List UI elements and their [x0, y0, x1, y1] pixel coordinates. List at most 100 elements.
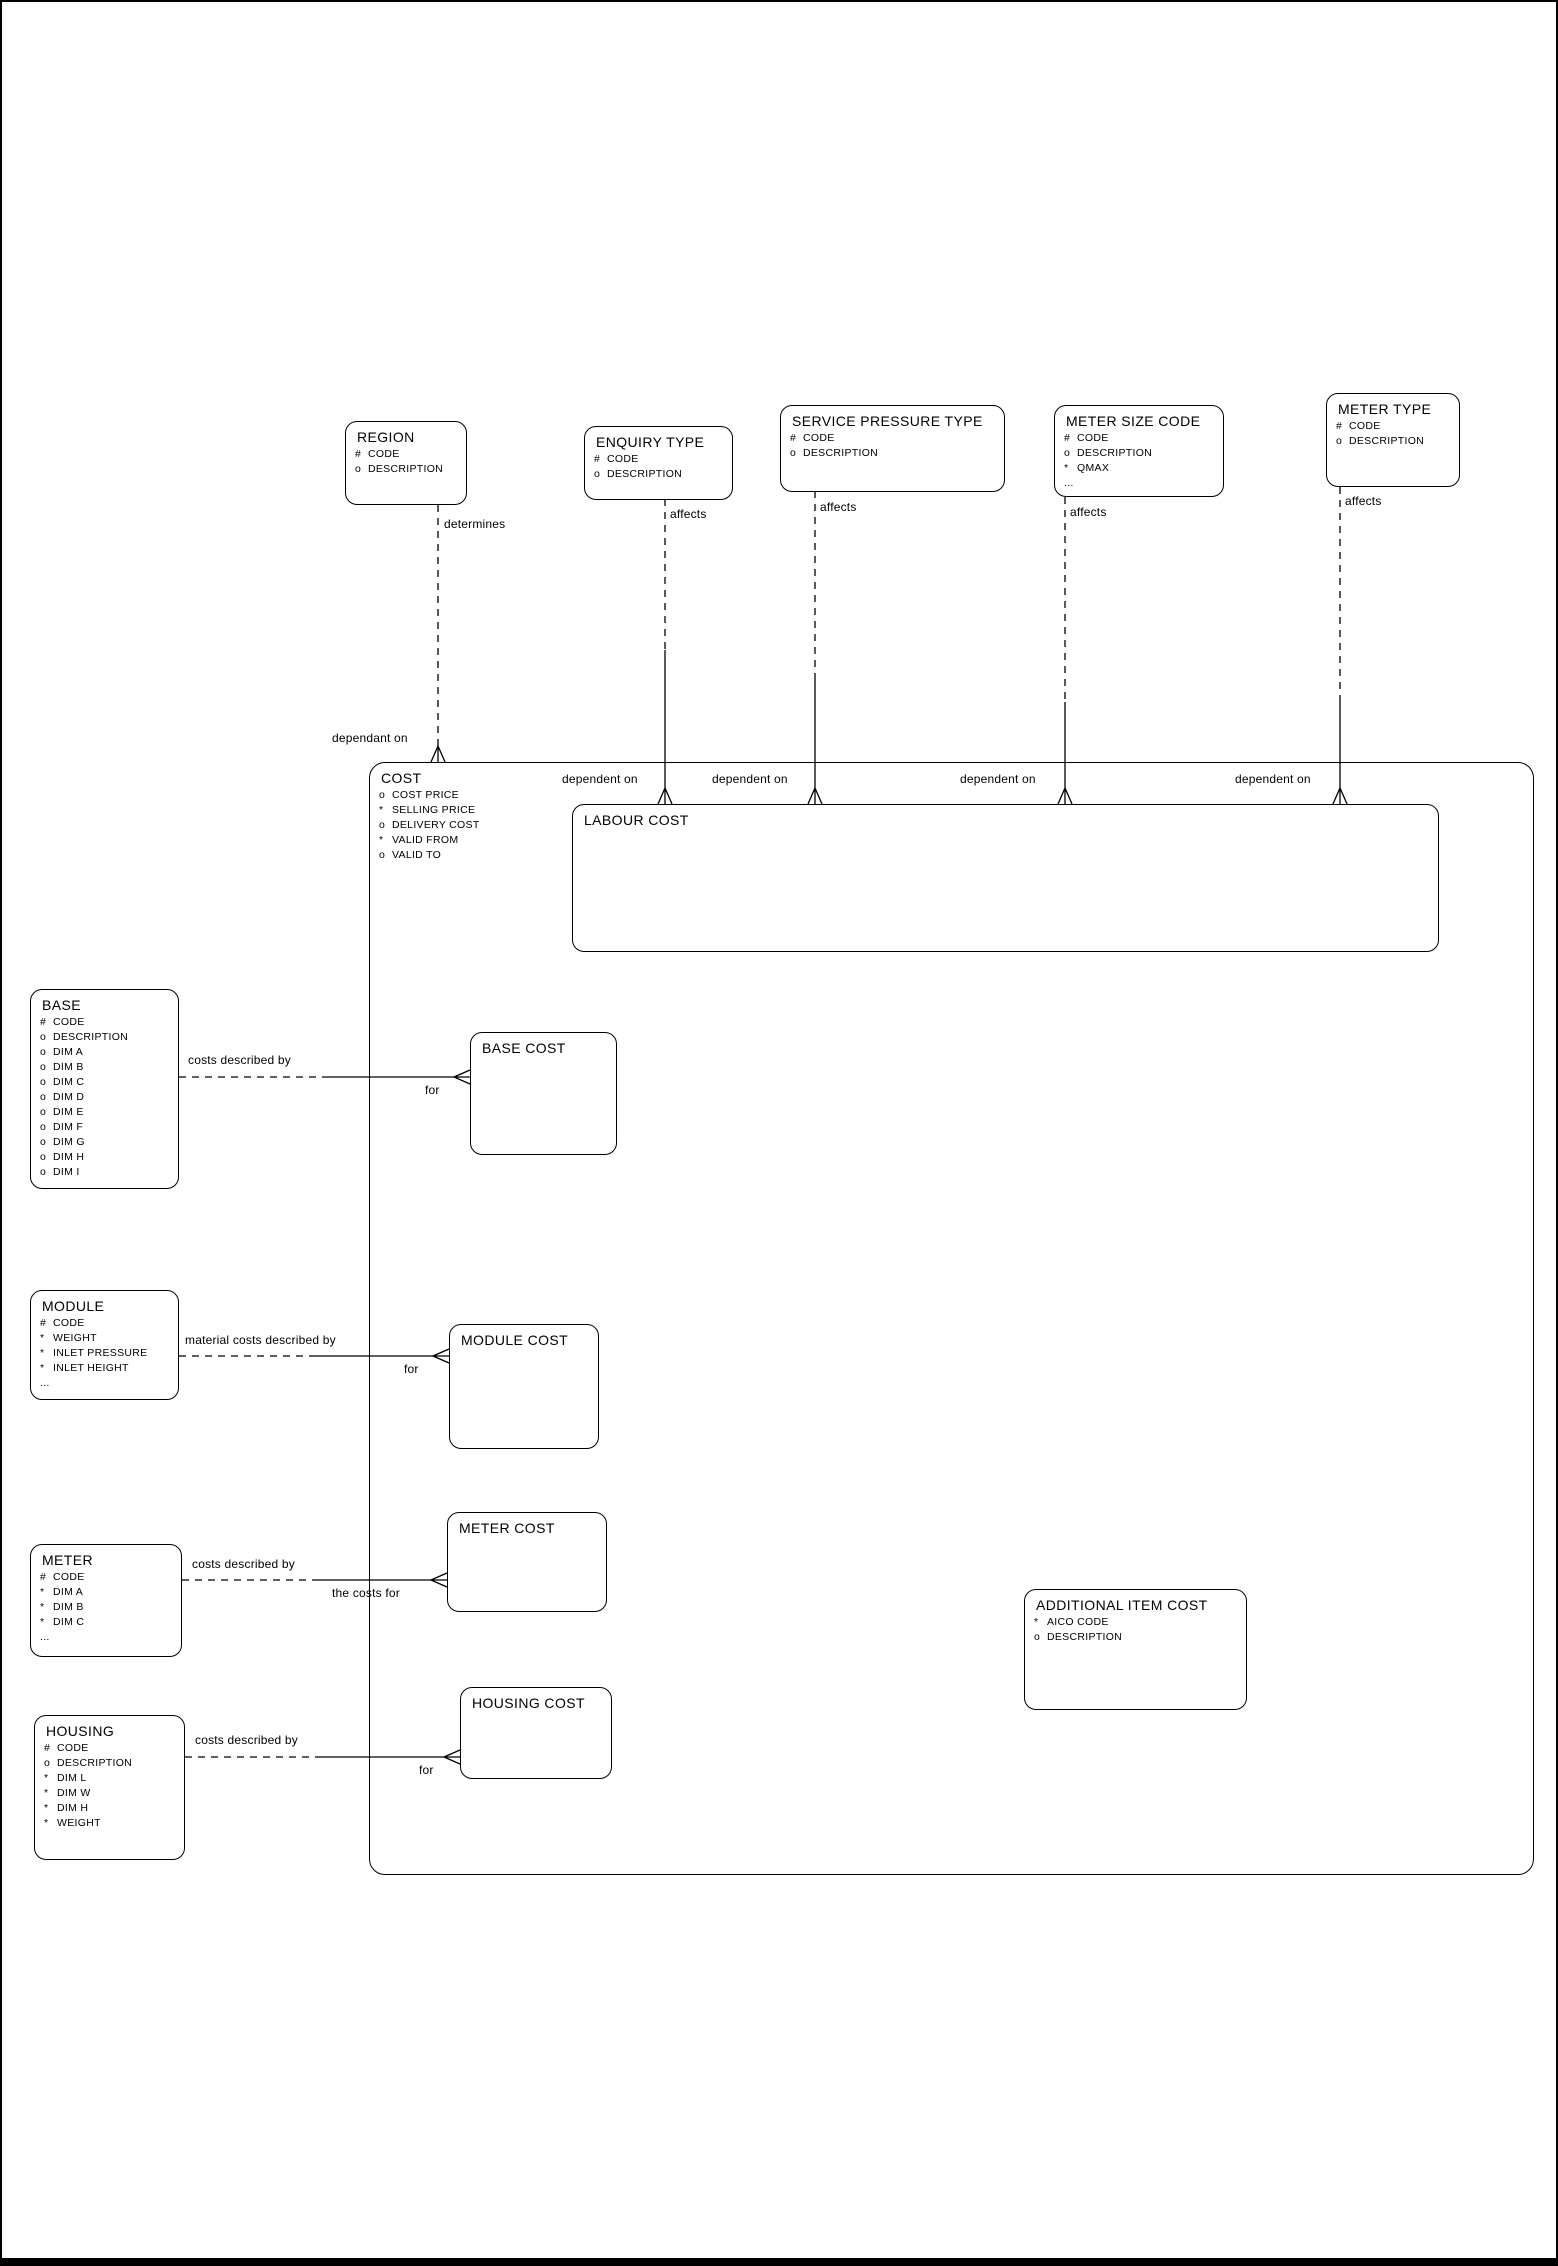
attribute-name: VALID TO	[392, 849, 442, 861]
attribute-name: DESCRIPTION	[803, 447, 879, 459]
attribute-name: AICO CODE	[1047, 1616, 1109, 1628]
attribute-optionality-mark: #	[40, 1317, 47, 1329]
attribute-optionality-mark: o	[40, 1076, 47, 1088]
entity-housing-cost[interactable]: HOUSING COST	[460, 1687, 612, 1779]
attribute-optionality-mark: o	[1336, 435, 1343, 447]
attribute-optionality-mark: #	[790, 432, 797, 444]
attribute-optionality-mark: *	[40, 1332, 45, 1344]
relationship-label-dependent-on: dependent on	[1235, 772, 1311, 786]
attribute-name: DESCRIPTION	[368, 463, 444, 475]
attribute-name: DESCRIPTION	[607, 468, 683, 480]
attribute-optionality-mark: *	[379, 804, 384, 816]
attribute-row: *DIM L	[44, 1771, 184, 1786]
attribute-row: #CODE	[40, 1316, 178, 1331]
attribute-name: DIM H	[57, 1802, 89, 1814]
attribute-row: ...	[40, 1376, 178, 1391]
attribute-name: DESCRIPTION	[57, 1757, 133, 1769]
attribute-ellipsis: ...	[40, 1631, 50, 1643]
attribute-row: * DIM W	[44, 1786, 184, 1801]
relationship-label-for: for	[404, 1362, 419, 1376]
relationship-label-costs-described-by: costs described by	[195, 1733, 298, 1747]
attribute-name: CODE	[53, 1016, 85, 1028]
attribute-name: DIM L	[57, 1772, 87, 1784]
entity-meter-cost[interactable]: METER COST	[447, 1512, 607, 1612]
attribute-row: *INLET PRESSURE	[40, 1346, 178, 1361]
entity-title: METER TYPE	[1338, 401, 1432, 417]
relationship-label-costs-described-by: costs described by	[188, 1053, 291, 1067]
attribute-optionality-mark: o	[40, 1166, 47, 1178]
attribute-row: *WEIGHT	[44, 1816, 184, 1831]
attribute-optionality-mark: o	[40, 1091, 47, 1103]
attribute-optionality-mark: *	[44, 1787, 49, 1799]
relationship-label-costs-described-by: costs described by	[192, 1557, 295, 1571]
attribute-optionality-mark: o	[40, 1046, 47, 1058]
attribute-ellipsis: ...	[1064, 477, 1074, 489]
attribute-optionality-mark: o	[355, 463, 362, 475]
entity-attributes: #CODE*DIM A*DIM B*DIM C...	[31, 1570, 181, 1645]
attribute-optionality-mark: #	[44, 1742, 51, 1754]
entity-module[interactable]: MODULE #CODE*WEIGHT*INLET PRESSURE*INLET…	[30, 1290, 179, 1400]
entity-title: REGION	[357, 429, 415, 445]
attribute-row: #CODE	[1336, 419, 1459, 434]
relationship-label-dependent-on: dependent on	[960, 772, 1036, 786]
attribute-optionality-mark: #	[1336, 420, 1343, 432]
attribute-optionality-mark: *	[40, 1362, 45, 1374]
attribute-row: #CODE	[1064, 431, 1223, 446]
entity-title: MODULE COST	[461, 1332, 569, 1348]
entity-labour-cost[interactable]: LABOUR COST	[572, 804, 1439, 952]
attribute-optionality-mark: *	[1034, 1616, 1039, 1628]
attribute-name: DIM G	[53, 1136, 85, 1148]
attribute-row: # CODE	[355, 447, 466, 462]
entity-title: BASE COST	[482, 1040, 566, 1056]
attribute-row: * AICO CODE	[1034, 1615, 1246, 1630]
relationship-label-dependant-on: dependant on	[332, 731, 408, 745]
relationship-label-material-costs-described-by: material costs described by	[185, 1333, 336, 1347]
attribute-optionality-mark: o	[40, 1106, 47, 1118]
attribute-name: DIM W	[57, 1787, 91, 1799]
attribute-optionality-mark: o	[379, 819, 386, 831]
attribute-row: *INLET HEIGHT	[40, 1361, 178, 1376]
attribute-name: DIM D	[53, 1091, 85, 1103]
attribute-row: #CODE	[44, 1741, 184, 1756]
attribute-row: *QMAX	[1064, 461, 1223, 476]
attribute-name: CODE	[368, 448, 400, 460]
entity-region[interactable]: REGION # CODE o DESCRIPTION	[345, 421, 467, 505]
attribute-optionality-mark: #	[355, 448, 362, 460]
attribute-name: CODE	[1077, 432, 1109, 444]
attribute-optionality-mark: o	[40, 1061, 47, 1073]
attribute-optionality-mark: o	[40, 1136, 47, 1148]
crows-foot	[430, 745, 446, 763]
entity-base-cost[interactable]: BASE COST	[470, 1032, 617, 1155]
attribute-optionality-mark: *	[40, 1616, 45, 1628]
attribute-optionality-mark: #	[40, 1016, 47, 1028]
relationship-line-meter-type-labour-cost	[1332, 487, 1348, 805]
entity-title: METER COST	[459, 1520, 555, 1536]
relationship-label-affects: affects	[1345, 494, 1382, 508]
entity-attributes: # CODE o DESCRIPTION	[346, 447, 466, 477]
relationship-label-for: for	[425, 1083, 440, 1097]
relationship-label-determines: determines	[444, 517, 506, 531]
entity-module-cost[interactable]: MODULE COST	[449, 1324, 599, 1449]
attribute-optionality-mark: *	[44, 1802, 49, 1814]
entity-title: HOUSING COST	[472, 1695, 585, 1711]
attribute-name: DIM C	[53, 1616, 85, 1628]
attribute-row: o DIM D	[40, 1090, 178, 1105]
relationship-label-the-costs-for: the costs for	[332, 1586, 400, 1600]
entity-meter[interactable]: METER #CODE*DIM A*DIM B*DIM C...	[30, 1544, 182, 1657]
attribute-optionality-mark: *	[40, 1347, 45, 1359]
